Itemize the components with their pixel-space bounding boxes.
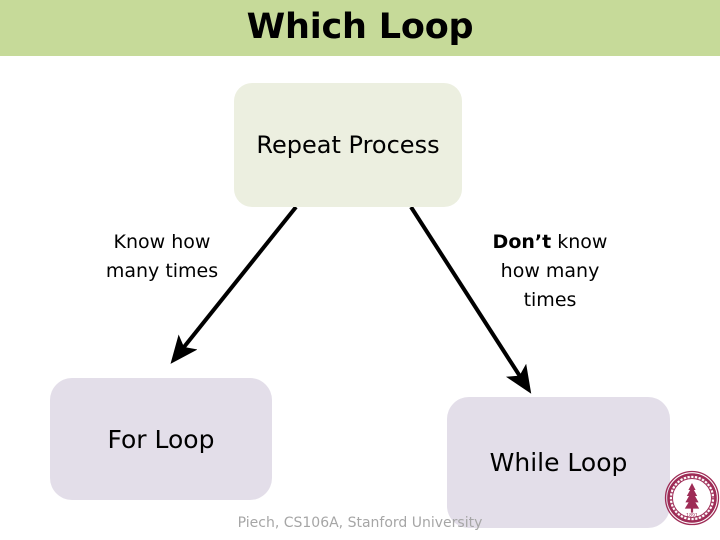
stanford-seal: 1891 <box>664 457 720 539</box>
branch-label-known-count-line1: Know how <box>113 231 211 253</box>
node-while-loop-label: While Loop <box>489 448 628 477</box>
branch-label-unknown-count-emphasis: Don’t <box>492 231 552 253</box>
node-while-loop[interactable]: While Loop <box>447 397 670 528</box>
branch-label-unknown-count-line2: how many <box>500 260 600 282</box>
title-banner <box>0 0 720 56</box>
node-for-loop-label: For Loop <box>107 424 215 454</box>
page-title: Which Loop <box>246 7 474 47</box>
branch-label-unknown-count: Don’t know how many times <box>460 228 640 315</box>
branch-label-unknown-count-rest: know <box>551 231 608 253</box>
stanford-seal-year: 1891 <box>686 512 698 518</box>
node-repeat-process-label: Repeat Process <box>256 131 440 159</box>
branch-label-known-count: Know how many times <box>74 228 250 286</box>
node-repeat-process[interactable]: Repeat Process <box>234 83 462 207</box>
branch-label-unknown-count-line1: Don’t know <box>460 228 640 257</box>
branch-label-unknown-count-line3: times <box>523 289 577 311</box>
node-for-loop[interactable]: For Loop <box>50 378 272 500</box>
branch-label-known-count-line2: many times <box>105 260 219 282</box>
footer-credit: Piech, CS106A, Stanford University <box>237 515 483 531</box>
